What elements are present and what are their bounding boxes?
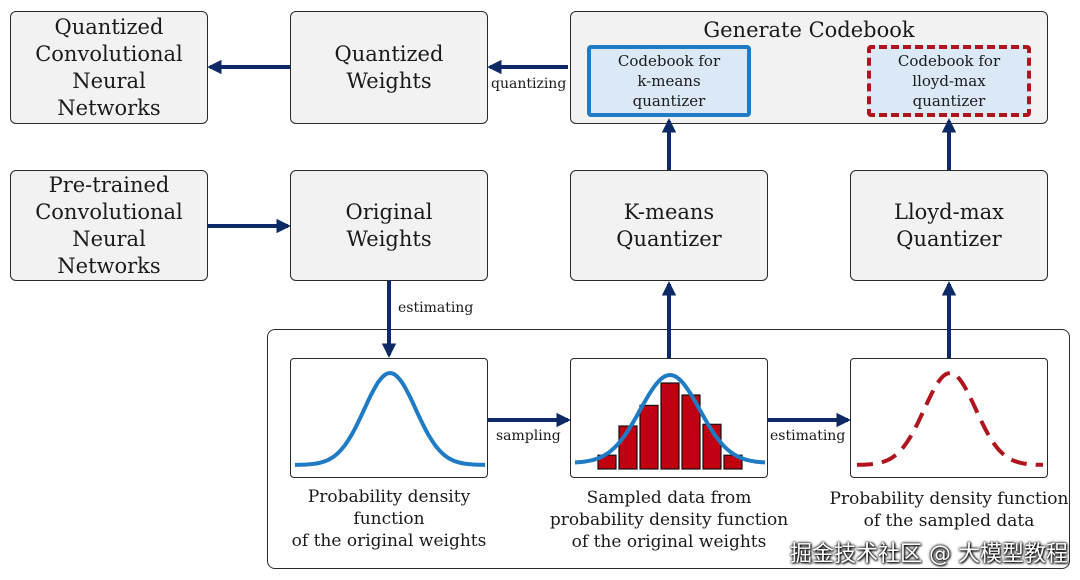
original-weights-label: Original Weights <box>345 199 433 251</box>
sampled-data-caption: Sampled data from probability density fu… <box>549 488 789 552</box>
pdf-original-curve <box>295 370 485 467</box>
pdf-sampled-curve <box>856 370 1044 467</box>
sampling-label: sampling <box>496 428 561 444</box>
pdf-sampled-panel <box>850 358 1048 478</box>
lloyd-quantizer-box: Lloyd-max Quantizer <box>850 170 1048 281</box>
quantized-weights-box: Quantized Weights <box>290 11 488 124</box>
pdf-sampled-plot <box>856 370 1044 467</box>
pdf-original-panel <box>290 358 488 478</box>
quantizing-label: quantizing <box>491 76 567 92</box>
pdf-sampled-caption: Probability density function of the samp… <box>829 489 1069 531</box>
pdf-original-plot <box>295 370 485 467</box>
pdf-original-caption: Probability density function of the orig… <box>291 487 487 551</box>
pretrained-cnn-box: Pre-trained Convolutional Neural Network… <box>10 170 208 281</box>
quantized-cnn-box: Quantized Convolutional Neural Networks <box>10 11 208 124</box>
sampled-data-panel <box>570 358 768 478</box>
lloyd-codebook-box: Codebook for lloyd-max quantizer <box>867 45 1031 117</box>
histogram-bar <box>639 404 659 470</box>
kmeans-quantizer-box: K-means Quantizer <box>570 170 768 281</box>
kmeans-codebook-box: Codebook for k-means quantizer <box>587 45 751 117</box>
pretrained-cnn-label: Pre-trained Convolutional Neural Network… <box>35 172 183 278</box>
generate-codebook-title: Generate Codebook <box>703 18 915 42</box>
histogram-bar <box>660 382 680 470</box>
watermark-text: 掘金技术社区 @ 大模型教程 <box>790 542 1068 567</box>
quantized-cnn-label: Quantized Convolutional Neural Networks <box>35 14 183 120</box>
estimating-label-top: estimating <box>398 300 474 316</box>
kmeans-quantizer-label: K-means Quantizer <box>616 199 722 251</box>
quantized-weights-label: Quantized Weights <box>334 41 444 93</box>
sampled-data-plot <box>574 372 766 470</box>
sampled-density-curve <box>574 372 766 465</box>
generate-codebook-group: Generate Codebook Codebook for k-means q… <box>570 11 1048 124</box>
estimating-label-bottom: estimating <box>770 428 846 444</box>
lloyd-quantizer-label: Lloyd-max Quantizer <box>894 199 1004 251</box>
original-weights-box: Original Weights <box>290 170 488 281</box>
